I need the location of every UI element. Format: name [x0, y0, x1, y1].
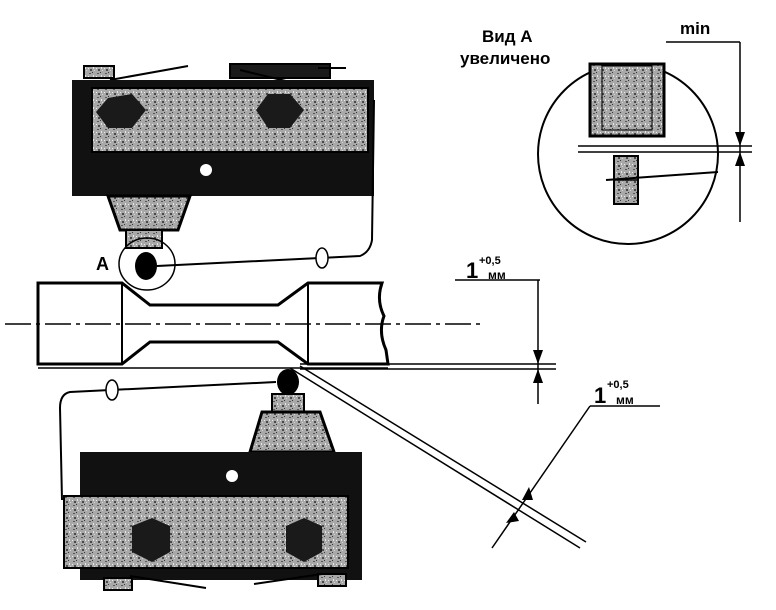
svg-text:мм: мм [488, 268, 506, 282]
top-mount-hole [200, 164, 212, 176]
bottom-contact-ball [277, 369, 299, 395]
bottom-wire [58, 381, 277, 501]
dimension-label-top: 1 +0,5 мм [466, 255, 506, 283]
view-a-title: Вид А [482, 27, 533, 46]
min-label: min [680, 19, 710, 38]
svg-text:1: 1 [466, 258, 478, 283]
svg-text:мм: мм [616, 393, 634, 407]
top-hex-nut-left [96, 94, 146, 128]
dimension-label-diagonal: 1 +0,5 мм [594, 379, 634, 408]
top-plunger-housing [105, 194, 193, 232]
top-microswitch [72, 63, 375, 291]
bottom-mount-hole [226, 470, 238, 482]
top-plunger [125, 229, 163, 249]
view-a-subtitle: увеличено [460, 49, 550, 68]
bottom-plunger-housing [247, 410, 337, 454]
svg-text:+0,5: +0,5 [479, 255, 501, 267]
top-contact-ball [135, 252, 157, 280]
svg-text:+0,5: +0,5 [607, 379, 629, 391]
dimension-gap-top [300, 279, 556, 404]
bottom-hex-nut-left [132, 518, 170, 562]
top-hex-nut-right [256, 94, 304, 128]
tensile-specimen [5, 281, 480, 369]
view-a-enlarged [537, 41, 752, 245]
top-terminal-left [83, 65, 115, 79]
bottom-plunger [271, 393, 305, 413]
dimension-gap-diagonal [289, 365, 660, 549]
svg-text:1: 1 [594, 383, 606, 408]
point-a-label: А [96, 254, 109, 274]
bottom-hex-nut-right [286, 518, 322, 562]
top-wire [156, 99, 375, 267]
view-a-circle-marker [118, 237, 176, 291]
bottom-microswitch [58, 369, 362, 591]
